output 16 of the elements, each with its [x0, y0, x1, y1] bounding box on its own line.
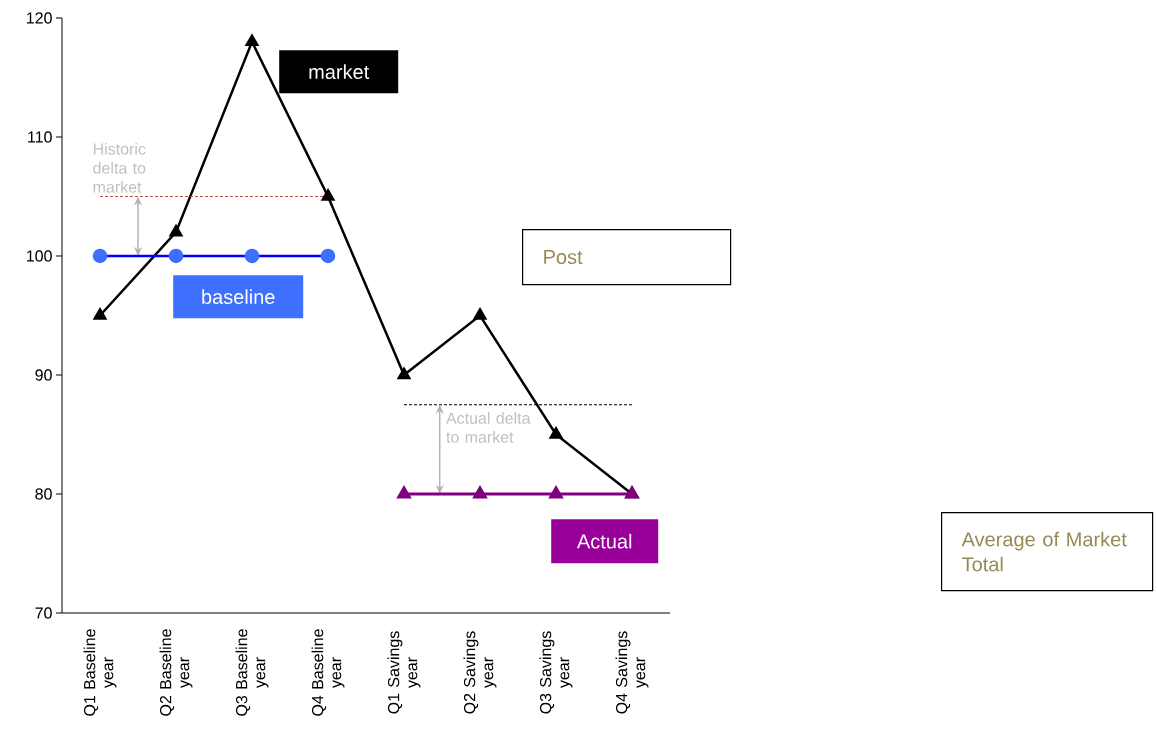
annotation: Historic delta to market	[93, 142, 146, 193]
x-tick-label: Q4 Baseline year	[311, 629, 345, 716]
x-tick-label: Q4 Savings year	[615, 631, 649, 714]
y-tick-label: 100	[27, 250, 52, 262]
x-tick-label: Q3 Savings year	[539, 631, 573, 714]
y-tick-label: 110	[28, 131, 52, 143]
y-tick-label: 80	[35, 488, 52, 500]
y-tick-label: 90	[35, 369, 52, 381]
annotation: Actual delta to market	[446, 412, 531, 443]
x-tick-label: Q2 Savings year	[463, 631, 497, 714]
x-tick-label: Q1 Savings year	[387, 631, 421, 714]
x-tick-label: Q2 Baseline year	[159, 629, 193, 716]
y-tick-label: 70	[35, 607, 52, 619]
y-tick-label: 120	[27, 12, 52, 24]
x-tick-label: Q3 Baseline year	[235, 629, 269, 716]
x-tick-label: Q1 Baseline year	[83, 629, 117, 716]
